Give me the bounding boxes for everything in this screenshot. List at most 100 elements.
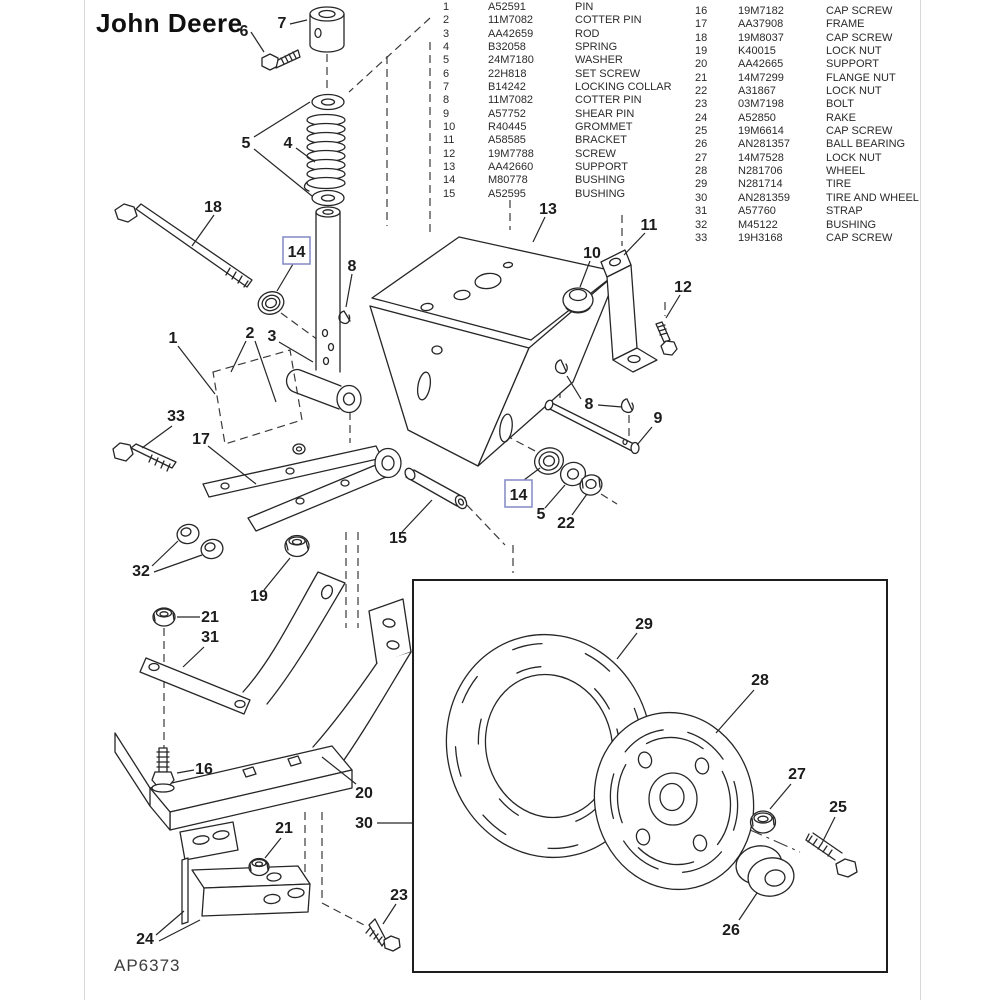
bracket-screw xyxy=(655,321,678,356)
callout-spring: 4 xyxy=(284,135,293,152)
part-number: N281714 xyxy=(738,178,783,191)
part-description: FRAME xyxy=(826,18,865,31)
part-description: SET SCREW xyxy=(575,67,641,80)
part-number: 19M7182 xyxy=(738,5,784,17)
part-description: LOCK NUT xyxy=(826,85,882,98)
grommet xyxy=(562,287,594,314)
support-bracket xyxy=(369,236,619,467)
part-number: K40015 xyxy=(738,45,776,58)
parts-table-row: 13 AA42660 SUPPORT xyxy=(440,161,690,174)
callout-cotter-lower: 8 xyxy=(585,396,594,413)
long-cap-screw xyxy=(114,203,253,288)
callout-cap-screw-33: 33 xyxy=(167,408,185,425)
callout-cotter-pair-top: 2 xyxy=(246,325,255,342)
parts-table-row: 6 22H818 SET SCREW xyxy=(440,68,690,81)
support-20 xyxy=(114,571,412,831)
part-number: 24M7180 xyxy=(488,54,534,67)
part-number: B14242 xyxy=(488,81,526,94)
parts-table-row: 24 A52850 RAKE xyxy=(692,112,924,125)
bushing-lower xyxy=(533,447,565,475)
part-number: AA42660 xyxy=(488,161,534,174)
callout-flange-nut-upper: 21 xyxy=(201,609,219,626)
wheel xyxy=(593,711,755,891)
part-description: LOCK NUT xyxy=(826,151,882,164)
item-number: 24 xyxy=(695,111,708,124)
item-number: 6 xyxy=(443,67,450,80)
callout-grommet: 10 xyxy=(583,245,601,262)
callout-support-20: 20 xyxy=(355,785,373,802)
callout-frame: 17 xyxy=(192,431,210,448)
part-number: 19M8037 xyxy=(738,31,784,44)
cap-screw-16 xyxy=(151,747,175,793)
callout-bolt-23: 23 xyxy=(390,887,408,904)
callout-flange-nut-lower: 21 xyxy=(275,820,293,837)
part-description: TIRE xyxy=(826,178,852,191)
parts-table-row: 4 B32058 SPRING xyxy=(440,41,690,54)
part-description: FLANGE NUT xyxy=(826,71,896,84)
callout-washer-lower: 5 xyxy=(537,506,546,523)
parts-table-row: 10 R40445 GROMMET xyxy=(440,121,690,134)
parts-table-row: 21 14M7299 FLANGE NUT xyxy=(692,72,924,85)
item-number: 11 xyxy=(443,134,455,147)
item-number: 32 xyxy=(695,218,708,231)
parts-table-row: 11 A58585 BRACKET xyxy=(440,134,690,147)
part-number: R40445 xyxy=(488,121,527,134)
part-description: SCREW xyxy=(575,147,616,160)
part-description: CAP SCREW xyxy=(826,125,893,138)
part-number: 11M7082 xyxy=(488,14,534,27)
item-number: 5 xyxy=(443,54,450,67)
parts-table-row: 14 M80778 BUSHING xyxy=(440,174,690,187)
strap xyxy=(139,657,251,715)
parts-table-row: 28 N281706 WHEEL xyxy=(692,165,924,178)
parts-table-row: 33 19H3168 CAP SCREW xyxy=(692,232,924,245)
item-number: 14 xyxy=(443,174,456,187)
bushing-upper xyxy=(257,291,285,315)
callout-pin: 1 xyxy=(169,330,178,347)
part-number: 19M7788 xyxy=(488,147,534,160)
shear-pin xyxy=(544,399,640,455)
tire-wheel-inset xyxy=(412,579,888,973)
callout-bracket: 11 xyxy=(641,217,658,234)
washer-bottom xyxy=(311,189,345,207)
part-number: M45122 xyxy=(738,218,778,231)
part-description: BOLT xyxy=(826,98,854,111)
item-number: 8 xyxy=(443,94,450,107)
part-description: ROD xyxy=(575,27,600,40)
part-description: SPRING xyxy=(575,41,618,54)
part-number: A52595 xyxy=(488,187,526,200)
part-description: CAP SCREW xyxy=(826,231,893,244)
part-number: A52591 xyxy=(488,1,526,13)
spring xyxy=(303,113,346,192)
part-number: N281706 xyxy=(738,165,783,178)
parts-table-row: 30 AN281359 TIRE AND WHEEL xyxy=(692,192,924,205)
callout-bushing-14-lower: 14 xyxy=(510,487,528,504)
item-number: 13 xyxy=(443,161,456,174)
callout-tire: 29 xyxy=(635,616,653,633)
frame xyxy=(202,443,402,532)
part-description: BUSHING xyxy=(575,174,626,187)
callout-shear-pin: 9 xyxy=(654,410,663,427)
page-edge-right xyxy=(920,0,921,1000)
set-screw xyxy=(261,49,301,71)
part-number: 19M6614 xyxy=(738,125,784,138)
page-edge-left xyxy=(84,0,85,1000)
part-description: COTTER PIN xyxy=(575,94,642,107)
item-number: 31 xyxy=(695,205,708,218)
item-number: 1 xyxy=(443,1,450,13)
item-number: 19 xyxy=(695,45,708,58)
item-number: 25 xyxy=(695,125,708,138)
callout-bushing-15: 15 xyxy=(389,530,407,547)
parts-table-row: 5 24M7180 WASHER xyxy=(440,54,690,67)
parts-table-row: 25 19M6614 CAP SCREW xyxy=(692,125,924,138)
item-number: 12 xyxy=(443,147,456,160)
part-description: SUPPORT xyxy=(826,58,879,71)
part-number: 03M7198 xyxy=(738,98,784,111)
parts-table-row: 8 11M7082 COTTER PIN xyxy=(440,94,690,107)
callout-rake: 24 xyxy=(136,931,154,948)
part-description: BRACKET xyxy=(575,134,627,147)
part-description: SUPPORT xyxy=(575,161,628,174)
parts-table-row: 16 19M7182 CAP SCREW xyxy=(692,5,924,18)
item-number: 22 xyxy=(695,85,708,98)
